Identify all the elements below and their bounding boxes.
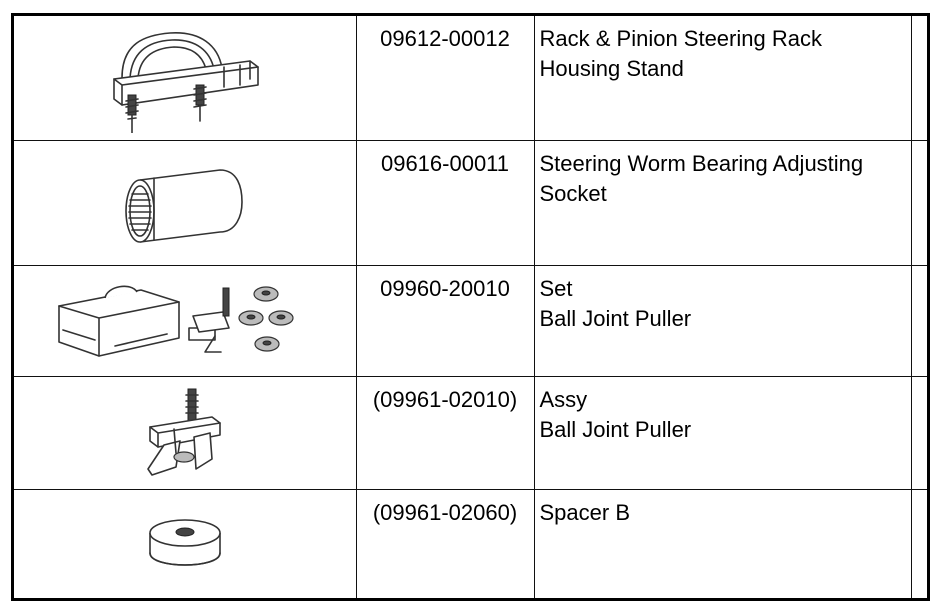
ball-joint-puller-icon	[146, 388, 221, 476]
part-name-line: Rack & Pinion Steering Rack	[539, 26, 822, 51]
table-row: 09960-20010 Set Ball Joint Puller	[14, 264, 927, 377]
table-row: (09961-02060) Spacer B	[14, 488, 927, 598]
tool-table-sheet: 09612-00012 Rack & Pinion Steering Rack …	[11, 13, 930, 601]
adjusting-socket-icon	[124, 168, 243, 243]
part-name-line: Housing Stand	[539, 56, 684, 81]
part-name-line: Spacer B	[539, 499, 631, 525]
part-name-line: Ball Joint Puller	[539, 416, 692, 442]
part-name: Assy Ball Joint Puller	[533, 375, 912, 490]
part-number: 09960-20010	[355, 264, 535, 377]
illustration-cell	[14, 375, 357, 490]
part-number: (09961-02060)	[355, 488, 535, 598]
spacer-icon	[148, 518, 221, 566]
part-name: Spacer B	[533, 488, 912, 598]
part-number: 09612-00012	[355, 16, 535, 141]
table-row: (09961-02010) Assy Ball Joint Puller	[14, 375, 927, 490]
illustration-cell	[14, 488, 357, 598]
part-number: 09616-00011	[355, 139, 535, 266]
note-cell	[910, 375, 927, 490]
note-cell	[910, 139, 927, 266]
part-name: Steering Worm Bearing Adjusting Socket	[533, 139, 912, 266]
part-name-line: Steering Worm Bearing Adjusting	[539, 150, 864, 176]
note-cell	[910, 16, 927, 141]
table-row: 09612-00012 Rack & Pinion Steering Rack …	[14, 16, 927, 141]
note-cell	[910, 264, 927, 377]
part-name-line: Socket	[539, 180, 607, 206]
illustration-cell	[14, 16, 357, 141]
illustration-cell	[14, 139, 357, 266]
illustration-cell	[14, 264, 357, 377]
ball-joint-puller-set-icon	[57, 285, 294, 357]
part-name-line: Ball Joint Puller	[539, 305, 692, 331]
part-number: (09961-02010)	[355, 375, 535, 490]
part-name: Rack & Pinion Steering Rack Housing Stan…	[533, 16, 912, 141]
special-tool-table: 09612-00012 Rack & Pinion Steering Rack …	[14, 16, 927, 598]
note-cell	[910, 488, 927, 598]
part-name: Set Ball Joint Puller	[533, 264, 912, 377]
part-name-line: Set	[539, 275, 573, 301]
rack-housing-stand-icon	[112, 31, 259, 133]
part-name-line: Assy	[539, 386, 588, 412]
table-row: 09616-00011 Steering Worm Bearing Adjust…	[14, 139, 927, 266]
